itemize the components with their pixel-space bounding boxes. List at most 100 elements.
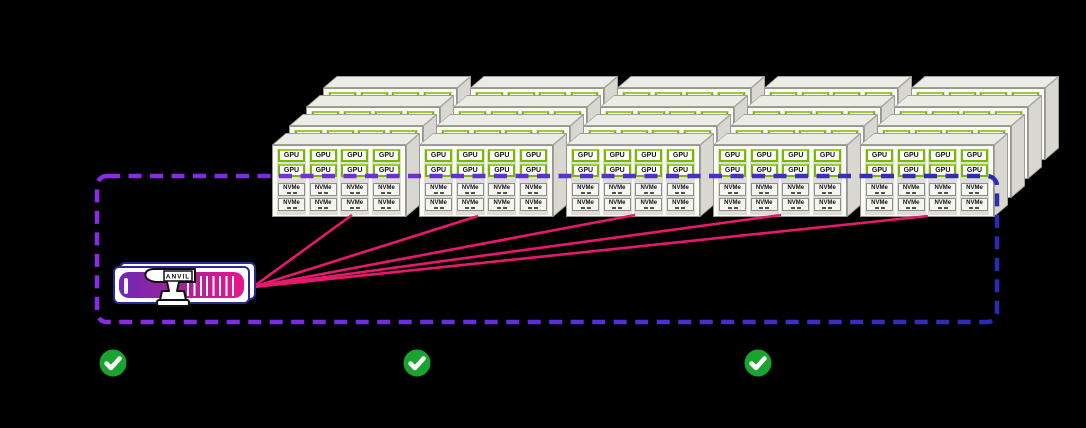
nvme-drive-label: NVMe xyxy=(871,185,888,191)
server-top-face xyxy=(860,133,1009,145)
gpu-chip: GPU xyxy=(750,164,778,177)
gpu-chip-label: GPU xyxy=(903,167,919,174)
server-top-face xyxy=(272,133,421,145)
nvme-drive: NVMe xyxy=(456,198,484,211)
server-side-face xyxy=(700,133,714,217)
gpu-chip: GPU xyxy=(572,149,599,162)
drive-connector-pins xyxy=(906,207,917,209)
nvme-drive: NVMe xyxy=(960,183,988,196)
nvme-drive: NVMe xyxy=(488,198,516,211)
nvme-drive-label: NVMe xyxy=(430,185,447,191)
server-side-face xyxy=(847,133,861,217)
appliance-slot xyxy=(124,278,128,294)
nvme-drive-label: NVMe xyxy=(934,200,952,206)
gpu-chip-label: GPU xyxy=(756,167,772,174)
nvme-drive: NVMe xyxy=(782,198,810,211)
gpu-chip: GPU xyxy=(813,164,841,177)
gpu-chip-label: GPU xyxy=(430,152,447,159)
nvme-drive: NVMe xyxy=(341,198,369,211)
gpu-chip: GPU xyxy=(425,149,452,162)
nvme-drive-label: NVMe xyxy=(871,200,888,206)
drive-connector-pins xyxy=(675,192,686,194)
gpu-chip: GPU xyxy=(309,149,337,162)
nvme-drive: NVMe xyxy=(372,198,400,211)
nvme-drive-label: NVMe xyxy=(378,185,395,191)
gpu-chip-label: GPU xyxy=(378,167,395,174)
gpu-chip-label: GPU xyxy=(315,167,331,174)
nvme-drive: NVMe xyxy=(666,183,694,196)
nvme-drive: NVMe xyxy=(866,198,893,211)
gpu-chip: GPU xyxy=(572,164,599,177)
nvme-drive-label: NVMe xyxy=(966,200,983,206)
drive-connector-pins xyxy=(528,192,539,194)
nvme-drive-label: NVMe xyxy=(640,200,658,206)
nvme-drive: NVMe xyxy=(519,198,547,211)
drive-connector-pins xyxy=(318,192,329,194)
nvme-drive-label: NVMe xyxy=(724,200,741,206)
nvme-drive-label: NVMe xyxy=(819,185,836,191)
nvme-drive: NVMe xyxy=(425,183,452,196)
nvme-drive: NVMe xyxy=(750,183,778,196)
server-top-face xyxy=(877,114,1026,126)
gpu-chip-label: GPU xyxy=(672,152,689,159)
drive-connector-pins xyxy=(874,192,885,194)
drive-connector-pins xyxy=(969,192,980,194)
server-top-face xyxy=(566,133,715,145)
nvme-drive: NVMe xyxy=(519,183,547,196)
drive-connector-pins xyxy=(937,192,948,194)
nvme-drive-label: NVMe xyxy=(493,185,511,191)
gpu-chip-label: GPU xyxy=(283,152,300,159)
gpu-chip: GPU xyxy=(341,164,369,177)
nvme-drive-label: NVMe xyxy=(378,200,395,206)
gpu-chip: GPU xyxy=(488,164,516,177)
gpu-chip: GPU xyxy=(603,164,631,177)
nvme-drive-label: NVMe xyxy=(787,185,805,191)
gpu-chip-label: GPU xyxy=(935,167,951,174)
gpu-chip: GPU xyxy=(750,149,778,162)
gpu-chip-label: GPU xyxy=(315,152,331,159)
server-top-face xyxy=(419,133,568,145)
nvme-drive: NVMe xyxy=(572,198,599,211)
anvil-appliance: ANVIL xyxy=(113,266,250,307)
gpu-chip: GPU xyxy=(372,164,400,177)
success-checkmark-icon xyxy=(744,349,772,377)
gpu-chip: GPU xyxy=(960,149,988,162)
nvme-drive-label: NVMe xyxy=(493,200,511,206)
nvme-drive: NVMe xyxy=(866,183,893,196)
gpu-chip: GPU xyxy=(719,149,746,162)
gpu-chip-label: GPU xyxy=(788,152,804,159)
nvme-drive: NVMe xyxy=(897,183,925,196)
server-top-face xyxy=(730,114,879,126)
nvme-drive-label: NVMe xyxy=(525,185,542,191)
gpu-chip: GPU xyxy=(635,164,663,177)
nvme-drive-label: NVMe xyxy=(787,200,805,206)
server-side-face xyxy=(994,133,1008,217)
gpu-chip: GPU xyxy=(278,164,305,177)
drive-connector-pins xyxy=(790,192,801,194)
gpu-chip: GPU xyxy=(519,164,547,177)
drive-connector-pins xyxy=(759,192,770,194)
nvme-drive: NVMe xyxy=(929,183,957,196)
drive-connector-pins xyxy=(381,207,392,209)
nvme-drive-label: NVMe xyxy=(608,200,626,206)
nvme-drive-label: NVMe xyxy=(934,185,952,191)
nvme-drive: NVMe xyxy=(929,198,957,211)
nvme-drive: NVMe xyxy=(813,183,841,196)
drive-connector-pins xyxy=(612,207,623,209)
gpu-chip: GPU xyxy=(341,149,369,162)
drive-connector-pins xyxy=(874,207,885,209)
gpu-chip-label: GPU xyxy=(347,152,363,159)
